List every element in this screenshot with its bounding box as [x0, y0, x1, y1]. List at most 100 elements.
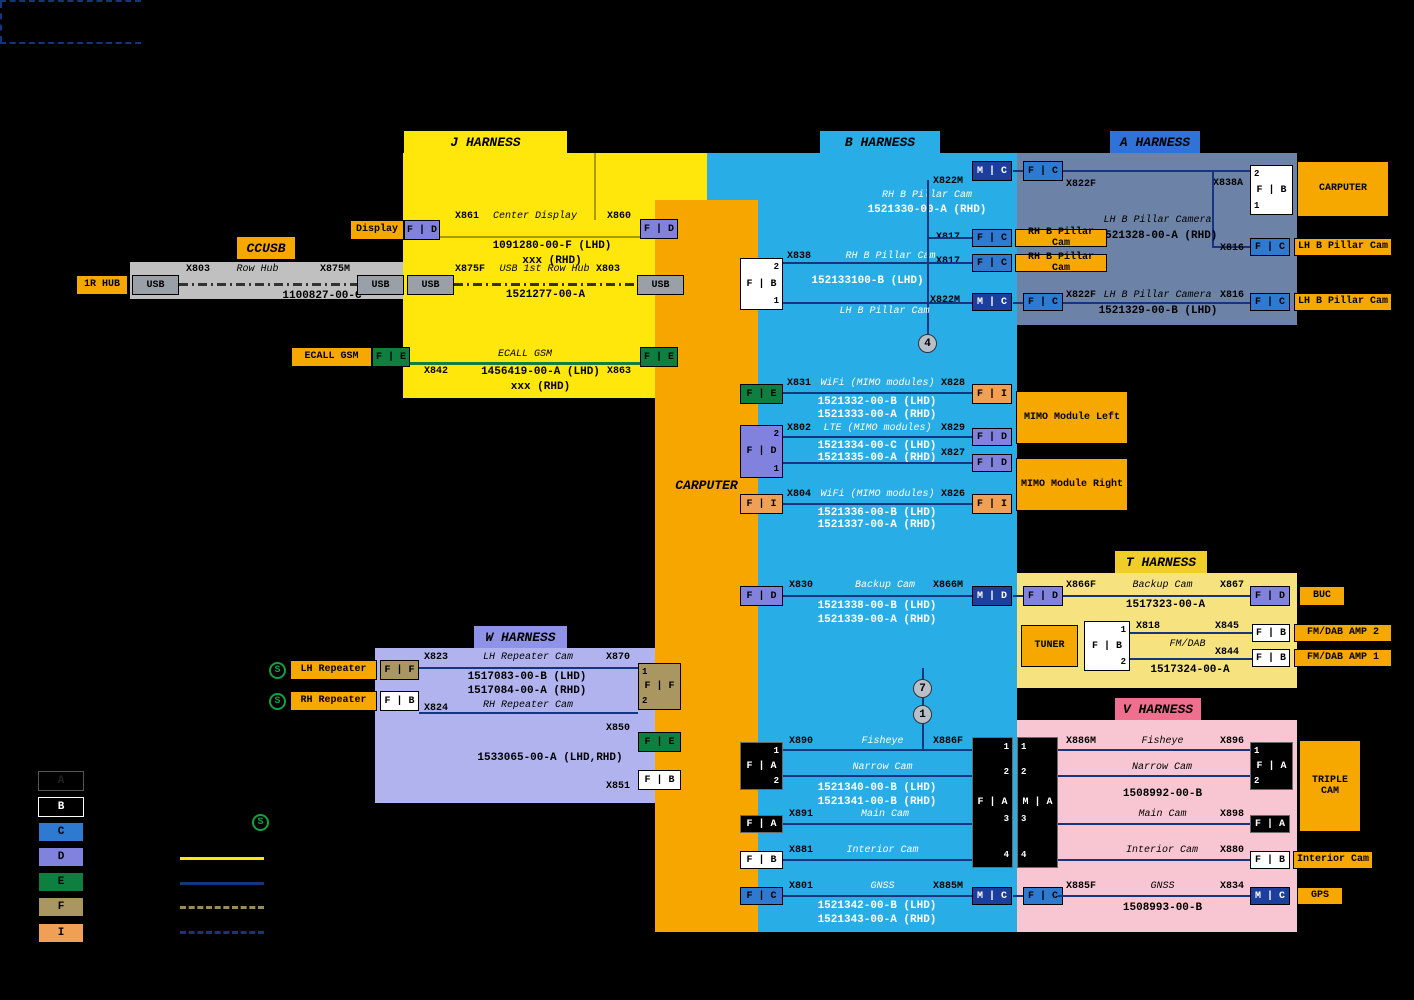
fe-connector-chip: F | E [640, 347, 678, 367]
connector-label: F | B [746, 278, 777, 290]
part-number: 1521342-00-B (LHD) [817, 900, 937, 912]
connector-label: F | D [746, 446, 777, 457]
port-1: 1 [1120, 625, 1126, 635]
fb-connector-chip: F | B [1252, 624, 1290, 642]
usb-connector-chip: USB [132, 275, 179, 295]
xref-x890: X890 [789, 736, 814, 747]
part-number: 1100827-00-C [282, 290, 362, 302]
port-1: 1 [642, 667, 648, 677]
wire [1058, 859, 1250, 861]
wire [419, 667, 638, 669]
wire [1058, 895, 1250, 897]
wire-label: Narrow Cam [852, 762, 913, 773]
fa-2port-connector: F | A 1 2 [740, 742, 783, 790]
wire-label: Interior Cam [846, 845, 919, 856]
wire-label: Interior Cam [1125, 845, 1198, 856]
fd-connector-chip: F | D [640, 219, 678, 239]
port-2: 2 [1254, 776, 1260, 786]
xref-x818: X818 [1136, 621, 1161, 632]
part-number: 1508992-00-B [1122, 788, 1203, 800]
fd-connector-chip: F | D [404, 220, 440, 240]
xref-x896: X896 [1220, 736, 1245, 747]
xref-x867: X867 [1220, 580, 1245, 591]
connector-label: F | B [1256, 184, 1287, 196]
connector-label: F | F [644, 681, 675, 692]
wire-label: Backup Cam [854, 580, 915, 591]
part-number: 1521336-00-B (LHD) [817, 507, 937, 519]
wire [783, 749, 972, 751]
fi-connector-chip: F | I [740, 494, 783, 514]
port-1: 1 [1254, 201, 1260, 211]
device-lh-b-pillar-cam: LH B Pillar Cam [1294, 293, 1392, 311]
wire [1214, 246, 1250, 248]
wire [1063, 170, 1250, 172]
part-number: 1508993-00-B [1122, 902, 1203, 914]
usb-connector-chip: USB [407, 275, 454, 295]
wire-label: GNSS [1150, 881, 1175, 892]
fe-connector-chip: F | E [638, 732, 681, 752]
wire-label: WiFi (MIMO modules) [820, 489, 935, 500]
wire-label: Row Hub [236, 264, 279, 275]
device-rh-repeater: RH Repeater [290, 691, 377, 711]
part-number: 1521328-00-A (RHD) [1098, 230, 1218, 242]
circled-s-icon: S [269, 693, 286, 710]
fc-connector-chip: F | C [1250, 238, 1290, 256]
wire [783, 436, 972, 438]
device-tuner: TUNER [1021, 625, 1078, 667]
fc-connector-chip: F | C [1250, 293, 1290, 311]
fb-2port-connector: F | B 2 1 [740, 258, 783, 310]
wire-label: Main Cam [1138, 809, 1187, 820]
wire-label: LH B Pillar Cam [839, 306, 930, 317]
wire [1130, 632, 1252, 634]
xref-x863: X863 [607, 366, 632, 377]
wire-label: LH Repeater Cam [482, 652, 573, 663]
wire-label: USB 1st Row Hub [499, 264, 590, 275]
port-4: 4 [1003, 850, 1009, 860]
part-number: 1521335-00-A (RHD) [817, 452, 937, 464]
carputer-region [655, 200, 758, 932]
wire [1212, 172, 1214, 248]
connector-label: F | B [1091, 640, 1122, 652]
wire [783, 302, 972, 304]
wire [783, 859, 972, 861]
port-1: 1 [1021, 742, 1027, 752]
legend-line-yellow [180, 857, 264, 860]
device-fmdab-amp1: FM/DAB AMP 1 [1294, 649, 1392, 667]
fd-connector-chip: F | D [1023, 586, 1063, 606]
fd-2port-connector: F | D 2 1 [740, 425, 783, 478]
port-1: 1 [1003, 742, 1009, 752]
xref-x886f: X886F [933, 736, 964, 747]
part-number: 1521338-00-B (LHD) [817, 600, 937, 612]
port-2: 2 [1120, 657, 1126, 667]
wire-label: RH B Pillar Cam [881, 190, 972, 201]
wire [1013, 895, 1023, 897]
device-carputer: CARPUTER [1297, 161, 1389, 217]
fb-connector-chip: F | B [1252, 649, 1290, 667]
part-number: 1521332-00-B (LHD) [817, 396, 937, 408]
xref-x822f: X822F [1066, 179, 1097, 190]
wire [783, 262, 973, 264]
part-number: 1533065-00-A (LHD,RHD) [477, 752, 623, 764]
port-2: 2 [1021, 767, 1027, 777]
legend-swatch-a: A [38, 771, 84, 791]
part-number: 1517083-00-B (LHD) [467, 671, 587, 683]
ff-connector-chip: F | F [380, 660, 419, 680]
part-number: xxx (RHD) [510, 381, 571, 393]
device-lh-repeater: LH Repeater [290, 660, 377, 680]
fc-connector-chip: F | C [1023, 887, 1063, 905]
xref-x851: X851 [606, 781, 631, 792]
wire-label: Backup Cam [1132, 580, 1193, 591]
legend-swatch-b: B [38, 797, 84, 817]
wire-label: Fisheye [861, 736, 904, 747]
xref-x802: X802 [787, 423, 812, 434]
wire-label: LH B Pillar Camera [1103, 215, 1212, 226]
fc-connector-chip: F | C [740, 887, 783, 905]
fb-connector-chip: F | B [1250, 851, 1290, 869]
wire [1130, 658, 1252, 660]
v-harness-title: V HARNESS [1115, 698, 1201, 720]
wire [927, 180, 929, 334]
j-harness-title: J HARNESS [404, 131, 567, 153]
fd-connector-chip: F | D [972, 454, 1012, 472]
wire [783, 595, 972, 597]
